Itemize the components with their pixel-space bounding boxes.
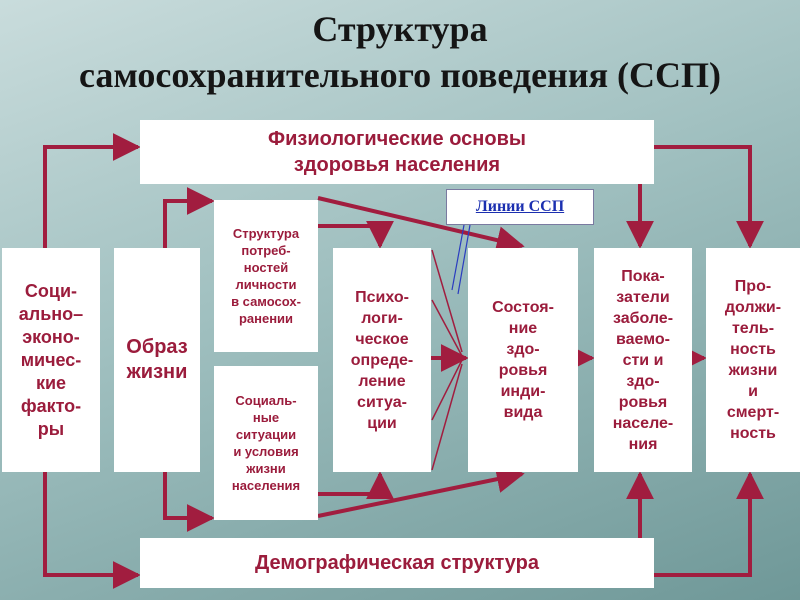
link-needs-to-psy <box>318 220 394 249</box>
indicators-label: Пока- затели заболе- ваемо- сти и здо- р… <box>612 267 674 453</box>
demography-box: Демографическая структура <box>140 538 654 588</box>
link-life-to-needs <box>163 187 215 248</box>
demography-label: Демографическая структура <box>254 551 539 574</box>
needs-label: Структура потреб- ностей личности в само… <box>231 226 301 326</box>
link-soc-to-demo <box>43 472 141 589</box>
link-sit-to-psy <box>318 471 394 500</box>
lifestyle-label: Образ жизни <box>126 336 188 383</box>
situations-box: Социаль- ные ситуации и условия жизни на… <box>214 366 318 520</box>
longevity-box: Про- должи- тель- ность жизни и смерт- н… <box>706 248 800 472</box>
link-life-to-sit <box>163 472 215 532</box>
link-soc-to-phys <box>43 133 141 248</box>
indicators-box: Пока- затели заболе- ваемо- сти и здо- р… <box>594 248 692 472</box>
psychological-box: Психо- логи- ческое опреде- ление ситуа-… <box>333 248 431 472</box>
socioeconomic-box: Соци- ально– эконо- мичес- кие факто- ры <box>2 248 100 472</box>
health-state-box: Состоя- ние здо- ровья инди- вида <box>468 248 578 472</box>
lifestyle-box: Образ жизни <box>114 248 200 472</box>
needs-box: Структура потреб- ностей личности в само… <box>214 200 318 352</box>
psychological-label: Психо- логи- ческое опреде- ление ситуа-… <box>350 288 414 432</box>
longevity-label: Про- должи- тель- ность жизни и смерт- н… <box>724 278 782 442</box>
page-title: Структура самосохранительного поведения … <box>78 9 722 95</box>
physiology-box: Физиологические основы здоровья населени… <box>140 120 654 184</box>
situations-label: Социаль- ные ситуации и условия жизни на… <box>231 393 301 493</box>
health-state-label: Состоя- ние здо- ровья инди- вида <box>492 299 554 421</box>
legend-box: Линии ССП <box>446 189 594 225</box>
socioeconomic-label: Соци- ально– эконо- мичес- кие факто- ры <box>18 280 84 439</box>
legend-label: Линии ССП <box>475 198 565 215</box>
physiology-label: Физиологические основы здоровья населени… <box>268 128 526 176</box>
psy-fan-lines <box>431 249 463 471</box>
link-phys-to-long <box>654 145 764 249</box>
link-sit-to-state <box>317 465 525 518</box>
link-demo-to-long <box>654 471 764 577</box>
